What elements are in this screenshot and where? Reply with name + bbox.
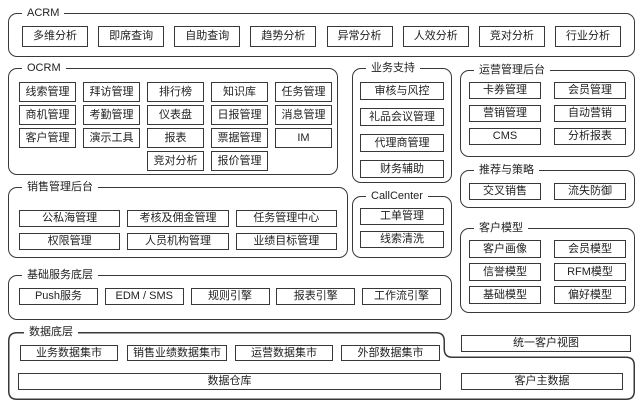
data-layer-outline (8, 332, 635, 400)
panel-data-layer: 数据底层 业务数据集市 销售业绩数据集市 运营数据集市 外部数据集市 数据仓库 … (8, 325, 635, 400)
panel-business-support: 业务支持 审核与风控 礼品会议管理 代理商管理 财务辅助 (352, 61, 452, 183)
module-box: 商机管理 (19, 105, 76, 125)
module-box: 工作流引擎 (362, 288, 441, 305)
module-box: 任务管理 (275, 82, 332, 102)
panel-recommendation-strategy: 推荐与策略 交叉销售 流失防御 (460, 163, 635, 208)
panel-ocrm-label: OCRM (22, 61, 66, 75)
module-box: 竞对分析 (478, 26, 545, 47)
panel-business-support-label: 业务支持 (366, 61, 420, 75)
module-box: 权限管理 (19, 233, 121, 250)
module-box: 知识库 (211, 82, 268, 102)
module-box: 报表 (147, 128, 204, 148)
panel-callcenter-label: CallCenter (366, 189, 428, 203)
panel-base-services-label: 基础服务底层 (22, 268, 98, 282)
module-box: 运营数据集市 (235, 345, 333, 361)
panel-callcenter: CallCenter 工单管理 线索清洗 (352, 189, 452, 258)
module-box: 流失防御 (554, 183, 626, 200)
panel-operations-admin: 运营管理后台 卡券管理 会员管理 营销管理 自动营销 CMS 分析报表 (460, 63, 635, 157)
module-box: 行业分析 (554, 26, 621, 47)
module-box: 报价管理 (211, 151, 268, 171)
module-box: 排行榜 (147, 82, 204, 102)
module-box: 工单管理 (360, 208, 444, 225)
module-box: 会员管理 (554, 82, 626, 99)
module-box: EDM / SMS (104, 288, 184, 305)
module-box: CMS (469, 128, 541, 145)
module-box: 考勤管理 (83, 105, 140, 125)
data-warehouse-box: 数据仓库 (18, 373, 441, 390)
module-box: 考核及佣金管理 (127, 210, 229, 227)
panel-base-services: 基础服务底层 Push服务 EDM / SMS 规则引擎 报表引擎 工作流引擎 (8, 268, 452, 320)
module-box: 审核与风控 (360, 82, 444, 100)
module-box: 线索管理 (19, 82, 76, 102)
module-box: 交叉销售 (469, 183, 541, 200)
module-box: 线索清洗 (360, 231, 444, 248)
module-box: 报表引擎 (276, 288, 356, 305)
module-box: 人效分析 (402, 26, 469, 47)
panel-customer-model-label: 客户模型 (474, 221, 528, 235)
panel-customer-model: 客户模型 客户画像 会员模型 信誉模型 RFM模型 基础模型 偏好模型 (460, 221, 635, 313)
module-box: RFM模型 (554, 263, 626, 281)
panel-data-layer-label: 数据底层 (24, 325, 78, 339)
module-box: 多维分析 (22, 26, 88, 47)
module-box: 偏好模型 (554, 286, 626, 304)
panel-acrm: ACRM 多维分析 即席查询 自助查询 趋势分析 异常分析 人效分析 竞对分析 … (8, 6, 635, 57)
panel-acrm-label: ACRM (22, 6, 65, 20)
module-box: 即席查询 (98, 26, 165, 47)
module-box: 礼品会议管理 (360, 108, 444, 126)
module-box: 业绩目标管理 (235, 233, 337, 250)
module-box: 卡券管理 (469, 82, 541, 99)
module-box: 票据管理 (211, 128, 268, 148)
module-box: 会员模型 (554, 240, 626, 258)
module-box: 代理商管理 (360, 134, 444, 152)
panel-recommendation-strategy-label: 推荐与策略 (474, 163, 539, 177)
panel-operations-admin-label: 运营管理后台 (474, 63, 550, 77)
customer-master-data-box: 客户主数据 (461, 373, 623, 390)
panel-sales-admin: 销售管理后台 公私海管理 考核及佣金管理 任务管理中心 权限管理 人员机构管理 … (8, 180, 348, 258)
panel-ocrm: OCRM 线索管理 拜访管理 排行榜 知识库 任务管理 商机管理 考勤管理 仪表… (8, 61, 338, 175)
module-box: 分析报表 (554, 128, 626, 145)
module-box: 营销管理 (469, 105, 541, 122)
module-box: 拜访管理 (83, 82, 140, 102)
unified-customer-view-box: 统一客户视图 (461, 335, 631, 352)
module-box: 趋势分析 (250, 26, 317, 47)
module-box: 规则引擎 (190, 288, 270, 305)
module-box: 财务辅助 (360, 160, 444, 178)
module-box: 客户画像 (469, 240, 541, 258)
module-box: 异常分析 (326, 26, 393, 47)
module-box: 自动营销 (554, 105, 626, 122)
module-box: 自助查询 (174, 26, 241, 47)
module-box: 外部数据集市 (341, 345, 440, 361)
module-box: 任务管理中心 (235, 210, 337, 227)
module-box: 信誉模型 (469, 263, 541, 281)
module-box: Push服务 (19, 288, 98, 305)
module-box: 客户管理 (19, 128, 76, 148)
panel-sales-admin-label: 销售管理后台 (22, 180, 98, 194)
module-box: 日报管理 (211, 105, 268, 125)
module-box: 公私海管理 (19, 210, 121, 227)
module-box: 消息管理 (275, 105, 332, 125)
module-box: 业务数据集市 (20, 345, 118, 361)
module-box: 演示工具 (83, 128, 140, 148)
module-box: 仪表盘 (147, 105, 204, 125)
module-box: 销售业绩数据集市 (127, 345, 227, 361)
module-box: 竞对分析 (147, 151, 204, 171)
module-box: 人员机构管理 (127, 233, 229, 250)
module-box: 基础模型 (469, 286, 541, 304)
module-box: IM (275, 128, 332, 148)
